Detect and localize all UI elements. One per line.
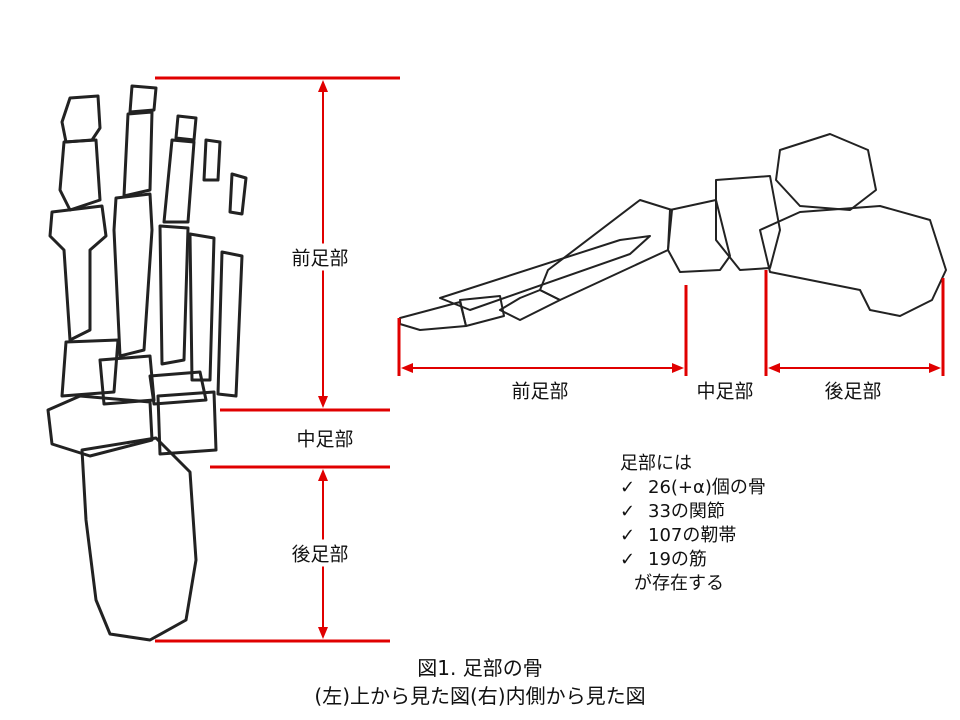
caption-title: 図1. 足部の骨: [417, 656, 543, 680]
label-hindfoot-side: 後足部: [824, 376, 882, 404]
check-icon: ✓: [620, 477, 636, 498]
label-hindfoot-top: 後足部: [291, 539, 349, 567]
measurement-lines: [155, 76, 945, 643]
label-forefoot-side: 前足部: [511, 376, 569, 404]
list-item: ✓33の関節: [620, 501, 725, 522]
check-icon: ✓: [620, 549, 636, 570]
list-item: ✓26(+α)個の骨: [620, 477, 766, 498]
figure-caption: 図1. 足部の骨 (左)上から見た図(右)内側から見た図: [0, 654, 960, 710]
caption-subtitle: (左)上から見た図(右)内側から見た図: [314, 684, 646, 708]
label-midfoot-side: 中足部: [696, 376, 754, 404]
notes-footer: が存在する: [634, 573, 724, 594]
foot-top-view-drawing: [46, 84, 248, 642]
list-item: ✓19の筋: [620, 549, 707, 570]
check-icon: ✓: [620, 525, 636, 546]
foot-facts-list: 足部には ✓26(+α)個の骨 ✓33の関節 ✓107の靭帯 ✓19の筋 が存在…: [620, 452, 766, 596]
foot-side-view-drawing: [399, 133, 947, 331]
label-midfoot-top: 中足部: [296, 424, 354, 452]
label-forefoot-top: 前足部: [291, 243, 349, 271]
check-icon: ✓: [620, 501, 636, 522]
list-item: ✓107の靭帯: [620, 525, 737, 546]
notes-heading: 足部には: [620, 453, 692, 474]
